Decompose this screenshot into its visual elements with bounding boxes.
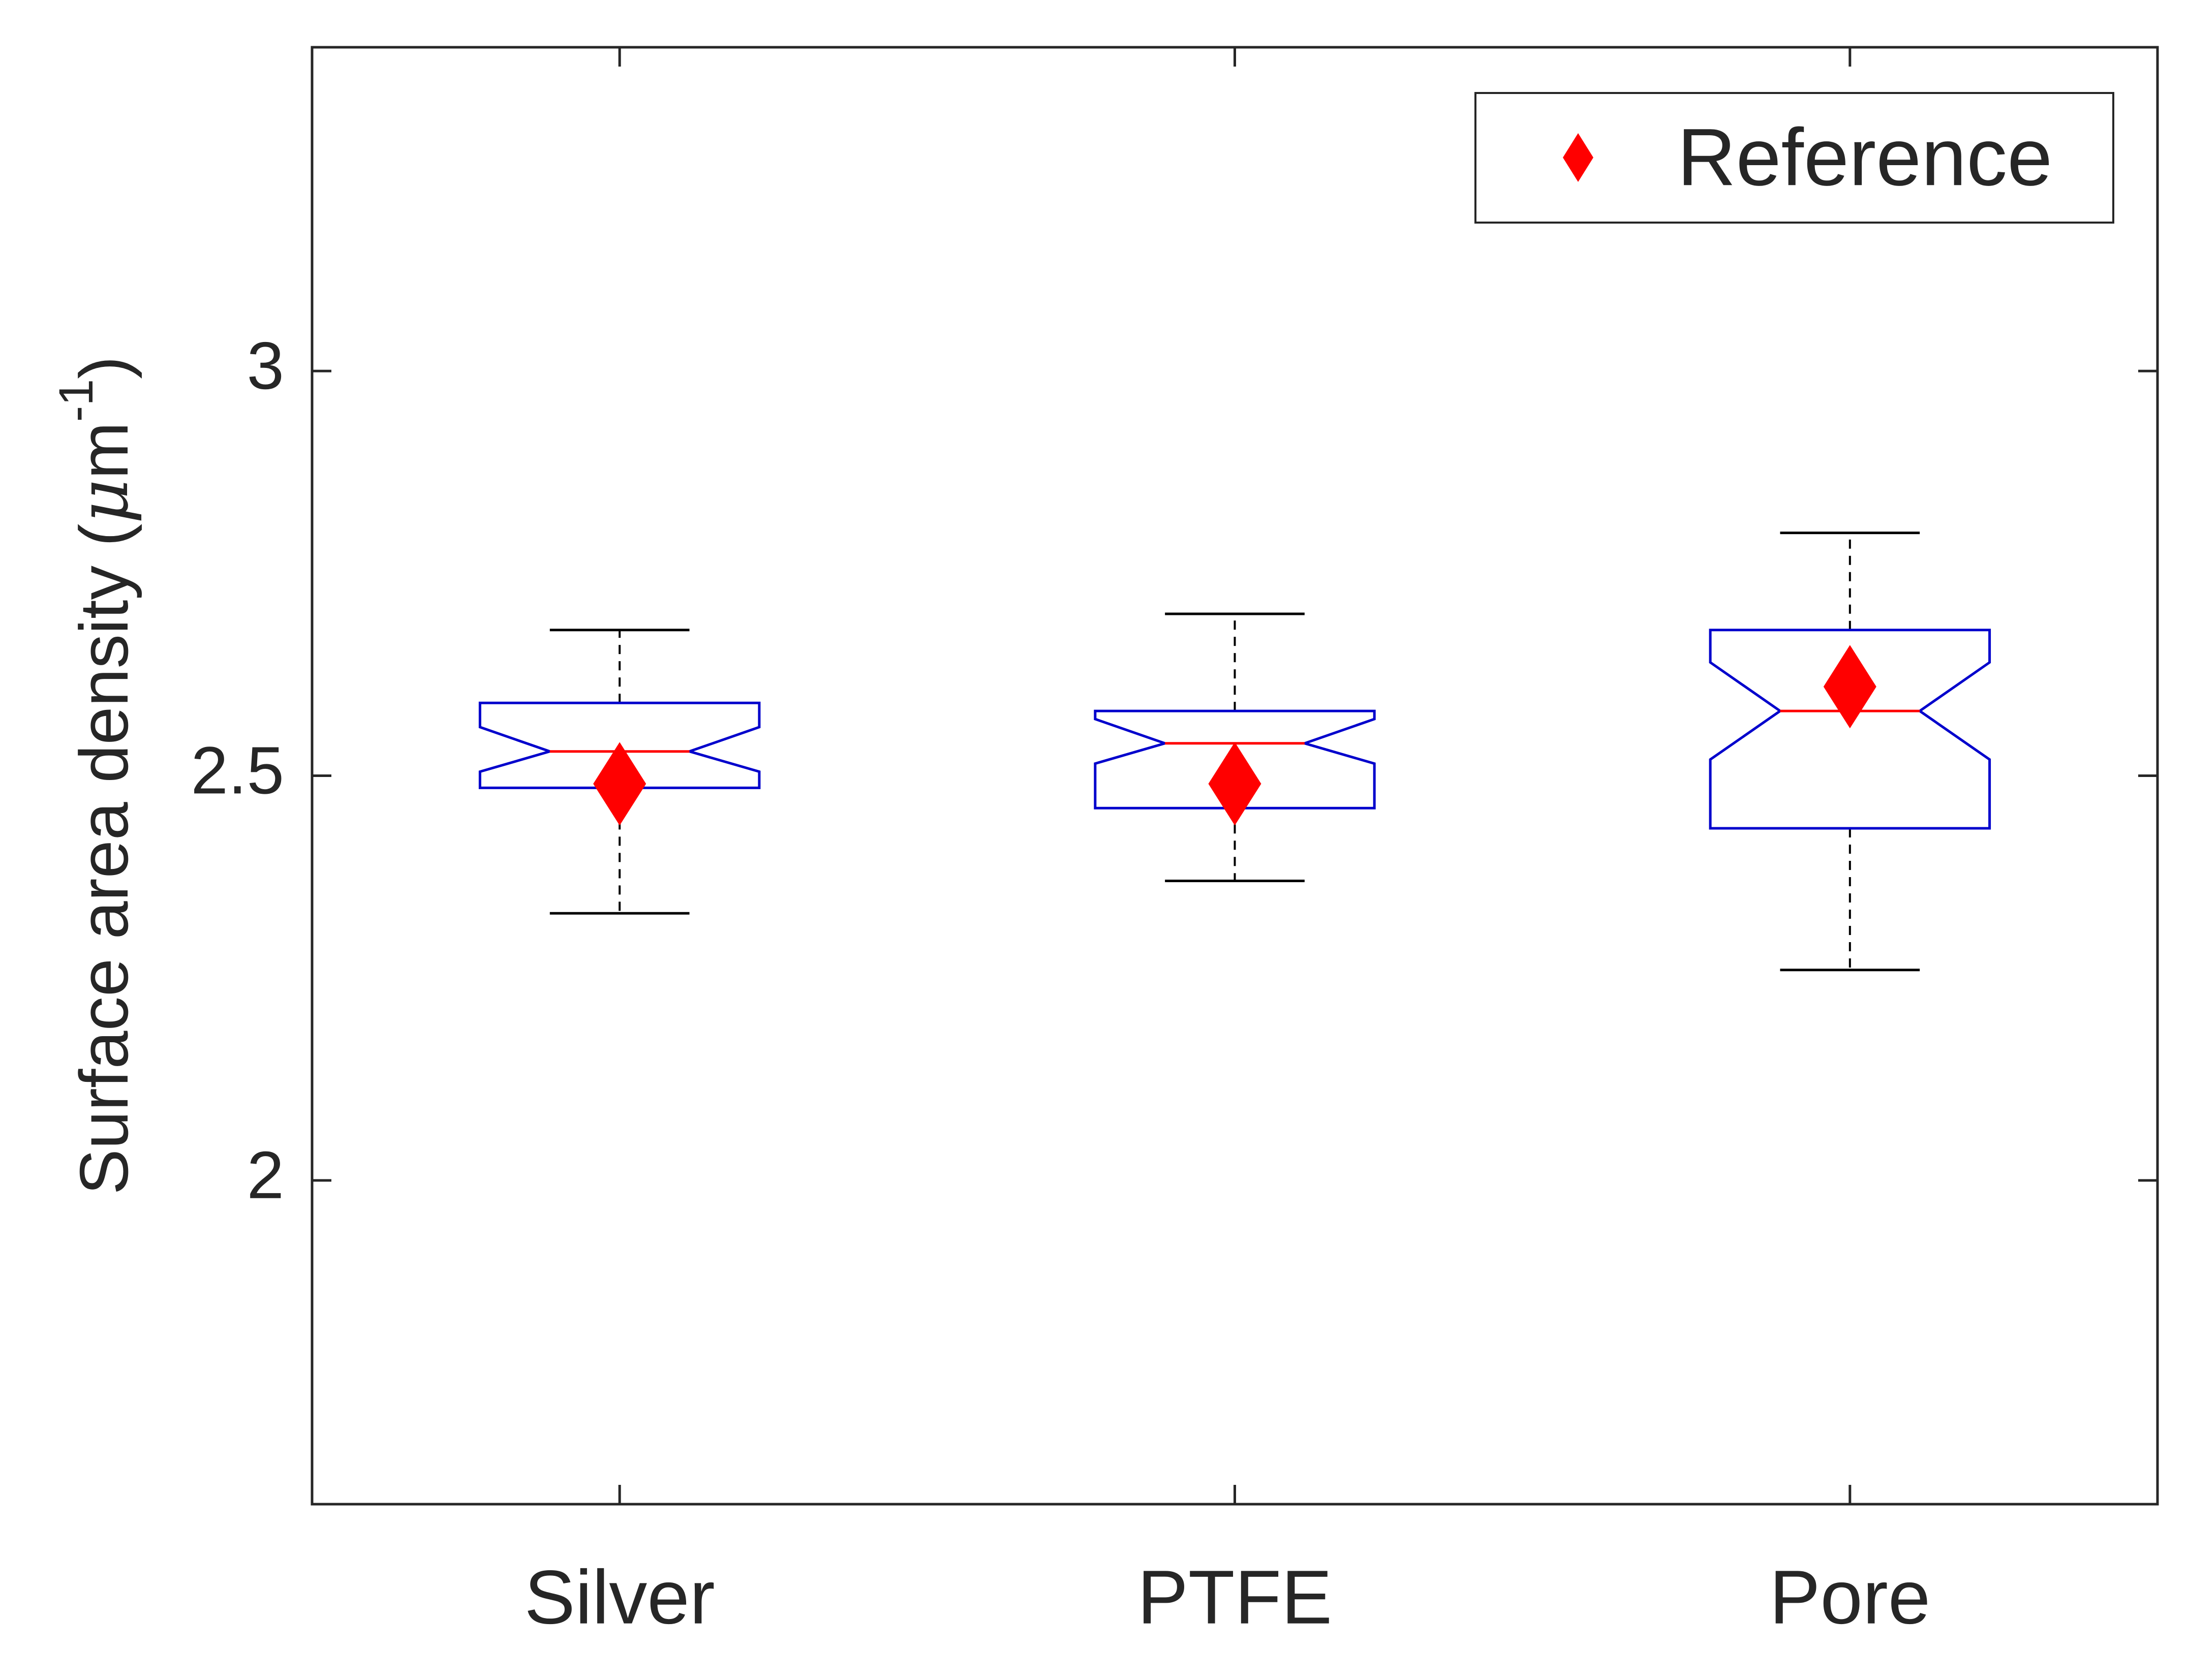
y-axis-label-unit: m — [66, 422, 142, 479]
y-axis-label-main: Surface area density ( — [66, 523, 142, 1195]
x-category-label: Silver — [525, 1554, 715, 1640]
reference-marker-pore — [1823, 645, 1876, 729]
x-axis-ticks: Silver PTFE Pore — [525, 47, 1930, 1640]
notched-box — [1709, 629, 1991, 830]
y-axis-ticks: 22.53 — [191, 328, 2158, 1212]
y-tick-label: 2 — [247, 1138, 284, 1212]
reference-markers — [593, 645, 1876, 826]
x-category-label: Pore — [1769, 1554, 1930, 1640]
y-axis-label: Surface area density (μm-1) — [49, 356, 143, 1195]
legend-label-reference: Reference — [1677, 111, 2052, 202]
legend: Reference — [1474, 92, 2114, 224]
box-pore — [1709, 532, 1991, 972]
y-axis-label-exponent: -1 — [49, 379, 103, 422]
reference-marker-ptfe — [1208, 742, 1261, 826]
y-axis-label-mu: μ — [64, 479, 143, 524]
y-axis-label-close: ) — [66, 356, 142, 379]
reference-marker-silver — [593, 742, 646, 826]
y-tick-label: 3 — [247, 328, 284, 403]
y-tick-label: 2.5 — [191, 733, 285, 807]
legend-marker-reference — [1563, 133, 1593, 182]
x-category-label: PTFE — [1137, 1554, 1332, 1640]
notched-box — [1094, 709, 1376, 810]
notched-box — [478, 701, 761, 789]
